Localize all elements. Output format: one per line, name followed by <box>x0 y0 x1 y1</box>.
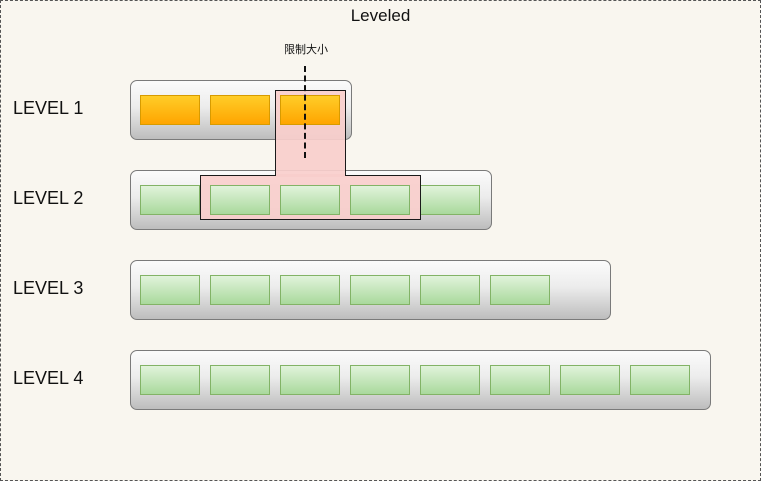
level-4-label: LEVEL 4 <box>13 368 84 388</box>
size-limit-dashed-line <box>304 66 306 158</box>
level-4-block <box>140 365 200 395</box>
level-3-label: LEVEL 3 <box>13 278 84 298</box>
overlay-joint <box>276 174 345 177</box>
level-2-label: LEVEL 2 <box>13 188 84 208</box>
level-4-block <box>280 365 340 395</box>
level-3-block <box>280 275 340 305</box>
level-3-block <box>140 275 200 305</box>
size-limit-label: 限制大小 <box>284 43 328 56</box>
level-1-label: LEVEL 1 <box>13 98 84 118</box>
level-3-block <box>210 275 270 305</box>
level-4-track <box>130 350 711 410</box>
level-4-block <box>490 365 550 395</box>
level-3-block <box>420 275 480 305</box>
level-4-block <box>350 365 410 395</box>
level-2-block <box>140 185 200 215</box>
level-4-block <box>630 365 690 395</box>
level-2-block <box>420 185 480 215</box>
level-3-block <box>490 275 550 305</box>
level-3-block <box>350 275 410 305</box>
diagram-title: Leveled <box>350 6 411 25</box>
level-4-block <box>210 365 270 395</box>
level-2-selected-block <box>350 185 410 215</box>
level-4-block <box>420 365 480 395</box>
level-1-block <box>140 95 200 125</box>
level-4-block <box>560 365 620 395</box>
level-1-track <box>130 80 352 140</box>
level-1-block <box>210 95 270 125</box>
level-2-selected-block <box>280 185 340 215</box>
level-2-selected-block <box>210 185 270 215</box>
level-3-track <box>130 260 611 320</box>
level-1-selected-block <box>280 95 340 125</box>
